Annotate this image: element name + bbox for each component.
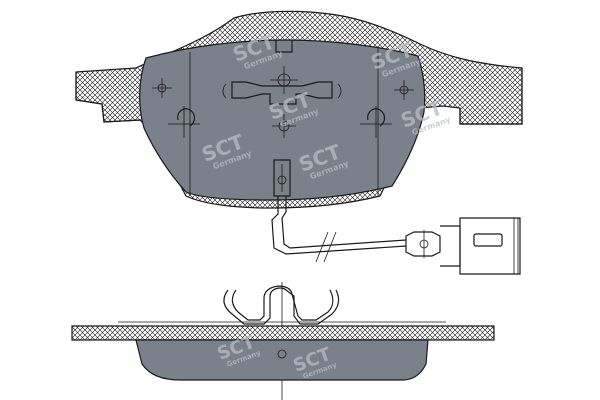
front-view: SCT Germany SCT Germany SCT Germany SCT …: [75, 10, 523, 209]
wire-break-1: [315, 231, 329, 263]
spring-clip: [223, 287, 340, 325]
sensor-wire: [271, 196, 407, 255]
center-mark-middle: [272, 114, 296, 138]
center-mark-top: [270, 66, 298, 94]
side-friction-material: [135, 339, 429, 381]
center-clip: [231, 81, 333, 105]
sensor-socket-mark: [277, 164, 287, 192]
connector-window: [473, 233, 503, 247]
wear-sensor: [271, 196, 521, 275]
right-hole-mark: [394, 80, 414, 100]
sensor-grommet: [405, 231, 441, 257]
sensor-connector-body: [459, 217, 521, 275]
left-hole-mark: [152, 78, 172, 98]
friction-material: [139, 39, 426, 201]
right-ear: [459, 68, 523, 125]
grommet-mark: [419, 230, 429, 258]
side-view: SCT Germany SCT Germany: [71, 282, 495, 400]
wire-break-2: [323, 231, 337, 263]
spring-clip-inner: [231, 285, 334, 321]
center-clip-left-tab: [222, 83, 227, 99]
side-center-mark: [277, 349, 287, 359]
center-clip-right-tab: [337, 83, 342, 99]
side-backing-plate: [71, 325, 495, 341]
top-notch: [275, 40, 293, 53]
right-spring-mark: [360, 106, 392, 138]
left-spring-mark: [168, 106, 200, 138]
sensor-wire-inner: [281, 196, 407, 249]
left-ear: [75, 72, 141, 123]
sensor-connector-neck: [440, 225, 461, 267]
sensor-socket: [273, 159, 291, 197]
